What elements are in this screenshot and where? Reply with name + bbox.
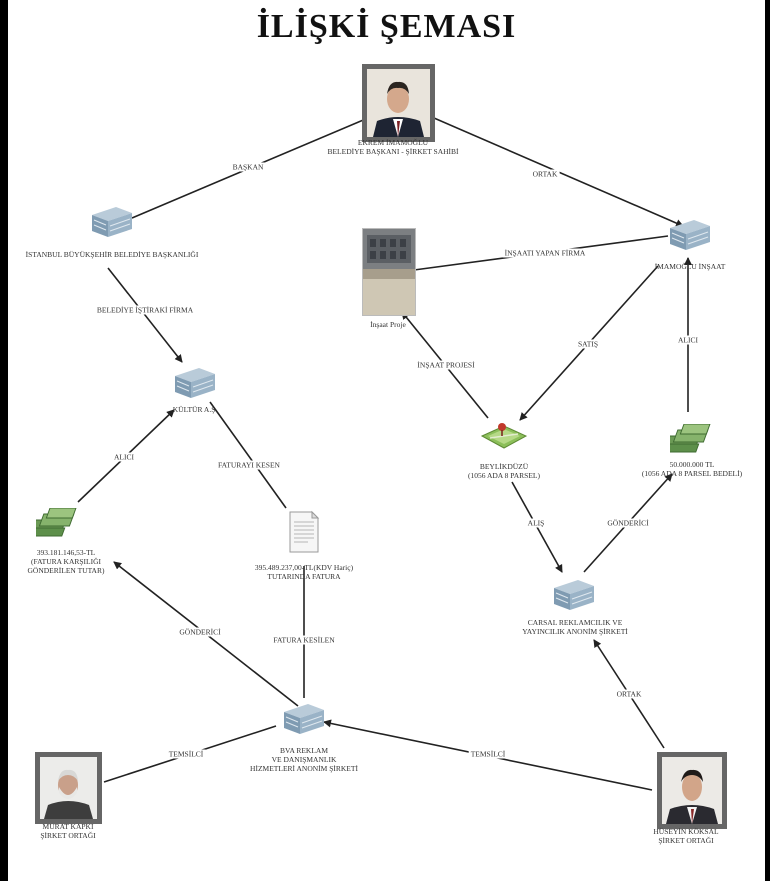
- amount-right-detail: (1056 ADA 8 PARSEL BEDELİ): [641, 469, 743, 478]
- murat-portrait: [35, 752, 102, 824]
- amount-left-label: 393.181.146,53-TL (FATURA KARŞILIĞI GÖND…: [28, 548, 105, 575]
- carsal-label: CARSAL REKLAMCILIK VE YAYINCILIK ANONİM …: [522, 618, 628, 636]
- kultur-label: KÜLTÜR A.Ş.: [172, 405, 218, 414]
- carsal-line2: YAYINCILIK ANONİM ŞİRKETİ: [522, 627, 628, 636]
- bva-building-icon: [284, 704, 324, 734]
- amount-left-value: 393.181.146,53-TL: [36, 548, 96, 557]
- edge-label-satis: SATIŞ: [575, 339, 601, 349]
- carsal-line1: CARSAL REKLAMCILIK VE: [527, 618, 623, 627]
- edge-label-alici-left: ALICI: [112, 452, 136, 462]
- huseyin-portrait: [657, 752, 727, 829]
- edge-label-alici-right: ALICI: [676, 335, 700, 345]
- edge-label-temsilci-right: TEMSİLCİ: [468, 749, 508, 759]
- construction-photo-icon: [363, 229, 415, 315]
- diagram-title: İLİŞKİ ŞEMASI: [256, 8, 517, 45]
- invoice-label: 395.489.237,00-TL(KDV Hariç) TUTARINDA F…: [255, 563, 353, 581]
- imamoglu-insaat-building-icon: [670, 220, 710, 250]
- edge-faturayi-kesen: [209, 401, 287, 509]
- invoice-document-icon: [289, 510, 320, 553]
- person-portrait-icon: [367, 69, 430, 137]
- diagram-canvas: İLİŞKİ ŞEMASI BAŞKAN ORTAK İ: [8, 0, 765, 881]
- imamoglu-insaat-label: İMAMOĞLU İNŞAAT: [654, 262, 726, 271]
- ekrem-name: EKREM İMAMOĞLU: [357, 138, 429, 147]
- land-map-icon: [480, 423, 528, 449]
- invoice-detail: TUTARINDA FATURA: [267, 572, 341, 581]
- carsal-building-icon: [554, 580, 594, 610]
- edge-label-temsilci-left: TEMSİLCİ: [166, 749, 206, 759]
- murat-name: MURAT KAPKI: [42, 822, 94, 831]
- ibb-label: İSTANBUL BÜYÜKŞEHİR BELEDİYE BAŞKANLIĞI: [25, 250, 199, 259]
- murat-role: ŞİRKET ORTAĞI: [40, 831, 96, 840]
- bva-line2: VE DANIŞMANLIK: [271, 755, 337, 764]
- edge-label-faturayi-kesen: FATURAYI KESEN: [216, 460, 282, 470]
- edge-label-insaat-projesi: İNŞAAT PROJESİ: [415, 360, 477, 370]
- ekrem-role: BELEDİYE BAŞKANI - ŞİRKET SAHİBİ: [327, 147, 459, 156]
- bva-line1: BVA REKLAM: [280, 746, 328, 755]
- edge-label-alis: ALIŞ: [525, 518, 547, 528]
- huseyin-name: HÜSEYİN KÖKSAL: [653, 827, 719, 836]
- huseyin-role: ŞİRKET ORTAĞI: [658, 836, 714, 845]
- beylikduzu-detail: (1056 ADA 8 PARSEL): [467, 471, 541, 480]
- person-portrait-icon: [40, 757, 97, 819]
- ekrem-portrait: [362, 64, 435, 142]
- kultur-building-icon: [175, 368, 215, 398]
- money-stack-icon: [670, 424, 711, 453]
- edge-label-ortak-top: ORTAK: [530, 169, 560, 179]
- edge-belediye-istiraki: [107, 267, 183, 363]
- money-stack-icon: [36, 508, 77, 537]
- beylikduzu-label: BEYLİKDÜZÜ (1056 ADA 8 PARSEL): [468, 462, 540, 480]
- amount-left-detail2: GÖNDERİLEN TUTAR): [27, 566, 105, 575]
- beylikduzu-name: BEYLİKDÜZÜ: [479, 462, 529, 471]
- amount-right-label: 50.000.000 TL (1056 ADA 8 PARSEL BEDELİ): [642, 460, 742, 478]
- edge-label-baskan: BAŞKAN: [230, 162, 266, 172]
- bva-label: BVA REKLAM VE DANIŞMANLIK HİZMETLERİ ANO…: [250, 746, 358, 773]
- amount-right-value: 50.000.000 TL: [669, 460, 715, 469]
- amount-left-detail1: (FATURA KARŞILIĞI: [30, 557, 102, 566]
- edge-label-belediye-istiraki: BELEDİYE İŞTİRAKİ FİRMA: [94, 305, 196, 315]
- edge-label-ortak-bottom: ORTAK: [614, 689, 644, 699]
- ekrem-label: EKREM İMAMOĞLU BELEDİYE BAŞKANI - ŞİRKET…: [327, 138, 458, 156]
- huseyin-label: HÜSEYİN KÖKSAL ŞİRKET ORTAĞI: [653, 827, 718, 845]
- murat-label: MURAT KAPKI ŞİRKET ORTAĞI: [40, 822, 95, 840]
- edge-label-gonderici-left: GÖNDERİCİ: [177, 627, 223, 637]
- ibb-building-icon: [92, 207, 132, 237]
- invoice-amount: 395.489.237,00-TL(KDV Hariç): [254, 563, 354, 572]
- construction-photo: [362, 228, 416, 316]
- construction-label: İnşaat Proje: [370, 320, 406, 329]
- person-portrait-icon: [662, 757, 722, 824]
- edge-label-insaati-yapan: İNŞAATI YAPAN FİRMA: [502, 248, 588, 258]
- edge-label-fatura-kesilen: FATURA KESİLEN: [271, 635, 337, 645]
- edge-label-gonderici-right: GÖNDERİCİ: [605, 518, 651, 528]
- bva-line3: HİZMETLERİ ANONİM ŞİRKETİ: [250, 764, 358, 773]
